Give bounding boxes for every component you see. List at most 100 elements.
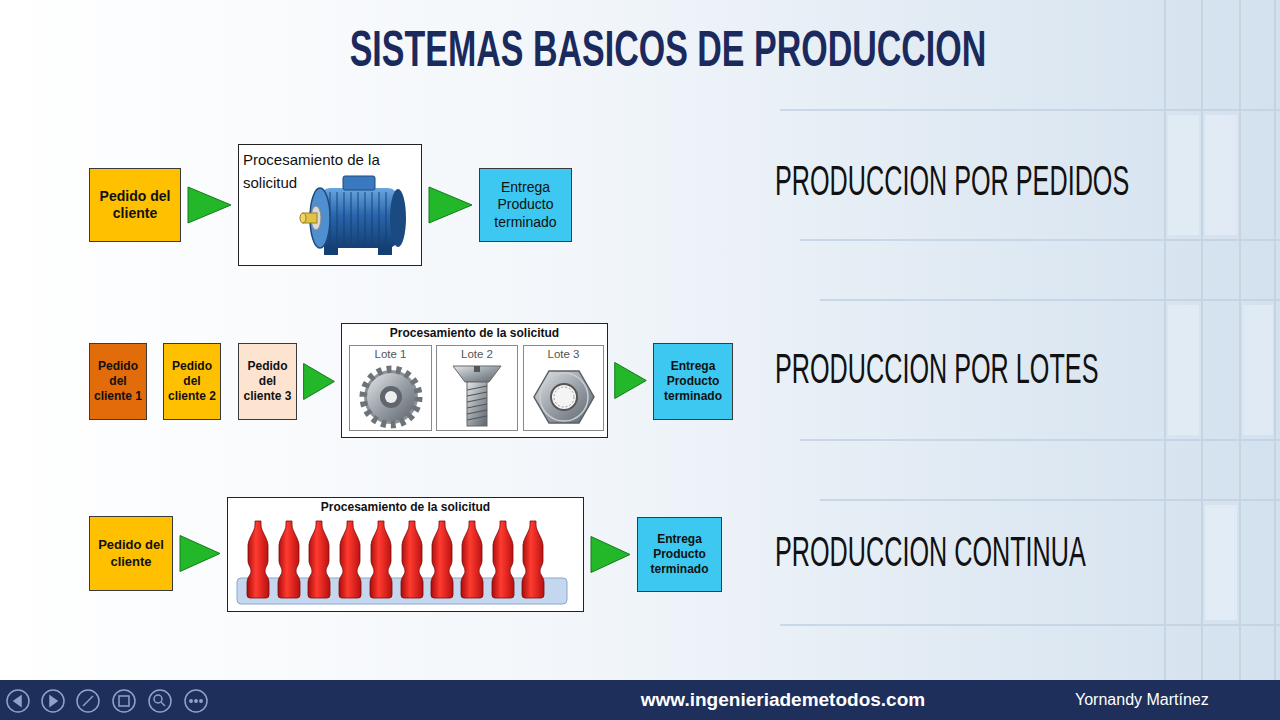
batch-title: Lote 3 [526, 347, 601, 361]
box-text: Entrega Producto terminado [656, 359, 730, 404]
box-ground [341, 323, 608, 438]
process-box: Procesamiento de la solicitud [238, 144, 422, 266]
box-text: Pedido del cliente 1 [92, 359, 144, 404]
nut-chamfer [540, 373, 588, 421]
order-box: Pedido del cliente [89, 516, 173, 591]
control-icon [83, 696, 93, 706]
batch-box: Lote 2 [436, 345, 518, 431]
screw-illustration [453, 366, 501, 426]
screw-thread [467, 404, 487, 408]
building-window [1243, 305, 1273, 435]
bottle [522, 521, 544, 598]
control-icon [200, 700, 202, 702]
box-text: Pedido del cliente 2 [166, 359, 218, 404]
process-box: Lote 1 Lote 2 Lote 3 Procesamiento de la so… [341, 323, 608, 438]
motor-fin [357, 192, 359, 244]
control-icon [14, 696, 21, 706]
screw-threads [467, 386, 487, 420]
building-line [780, 624, 1280, 626]
motor-shaft-end [300, 213, 306, 223]
building-line [800, 439, 1280, 441]
production-type-label: PRODUCCION POR LOTES [775, 348, 1098, 390]
production-type-label: PRODUCCION POR PEDIDOS [775, 160, 1129, 202]
building-windows [1168, 115, 1273, 620]
production-type-label: PRODUCCION CONTINUA [775, 531, 1086, 573]
control-button [7, 690, 29, 712]
box-ground [227, 497, 584, 612]
screw-thread [467, 386, 487, 390]
screw-thread [467, 398, 487, 402]
bottle [492, 521, 514, 598]
flow-arrow [180, 536, 220, 572]
screw-thread [467, 410, 487, 414]
building-window [1168, 115, 1199, 235]
building-line [1239, 0, 1241, 680]
nut-body [534, 371, 594, 423]
nut-hole [551, 384, 577, 410]
delivery-box: Entrega Producto terminado [653, 343, 733, 420]
building-line [800, 239, 1280, 241]
delivery-box: Entrega Producto terminado [479, 168, 572, 242]
order-box: Pedido del cliente 2 [163, 343, 221, 420]
motor-fins [330, 192, 386, 244]
control-button [149, 690, 171, 712]
control-icon [50, 696, 57, 706]
control-icon [195, 700, 197, 702]
building-line [1274, 0, 1276, 680]
motor-fin [378, 192, 380, 244]
box-ground [238, 144, 422, 266]
process-title: Procesamiento de la solicitud [346, 326, 603, 342]
building-line [820, 499, 1280, 501]
box-text: Pedido del cliente 3 [241, 359, 294, 404]
building-window [1205, 115, 1237, 235]
motor-illustration [300, 176, 406, 255]
gear-teeth [364, 370, 418, 424]
motor-terminal-box [343, 176, 375, 190]
motor-body [320, 188, 398, 248]
bottle [339, 521, 361, 598]
control-button [113, 690, 135, 712]
building-line [1164, 0, 1166, 680]
gear-illustration [364, 370, 418, 424]
motor-fin [343, 192, 345, 244]
bottle [401, 521, 423, 598]
flow-arrow [188, 187, 231, 223]
batch-box: Lote 3 [523, 345, 604, 431]
batch-box: Lote 1 [349, 345, 432, 431]
gear-hub [380, 386, 402, 408]
process-box: Procesamiento de la solicitud [227, 497, 584, 612]
bottle [278, 521, 300, 598]
building-line [1201, 0, 1203, 680]
nut-illustration [534, 371, 594, 423]
flow-arrow [429, 187, 472, 223]
footer-bar [0, 680, 1280, 720]
nut-thread [554, 387, 574, 407]
screw-thread [467, 392, 487, 396]
flow-arrow [591, 537, 630, 573]
website-url: www.ingenieriademetodos.com [583, 690, 983, 709]
motor-fin [364, 192, 366, 244]
screw-head [453, 366, 501, 382]
process-title: Procesamiento de la solicitud [243, 148, 417, 195]
motor-fin [385, 192, 387, 244]
process-title: Procesamiento de la solicitud [232, 500, 579, 516]
bottle [247, 521, 269, 598]
building-window [1205, 505, 1237, 620]
bottle [431, 521, 453, 598]
box-text: Entrega Producto terminado [482, 179, 569, 232]
motor-fin [350, 192, 352, 244]
author-name: Yornandy Martínez [1075, 692, 1209, 708]
flow-arrow [304, 364, 335, 400]
order-box: Pedido del cliente 1 [89, 343, 147, 420]
gear-body [367, 373, 415, 421]
batch-title: Lote 1 [352, 347, 429, 361]
bottle [370, 521, 392, 598]
motor-fin [371, 192, 373, 244]
order-box: Pedido del cliente 3 [238, 343, 297, 420]
delivery-box: Entrega Producto terminado [637, 517, 722, 592]
building-line [780, 109, 1280, 111]
motor-rear-cap [390, 189, 406, 247]
control-icon [190, 700, 192, 702]
control-icon [161, 702, 165, 706]
